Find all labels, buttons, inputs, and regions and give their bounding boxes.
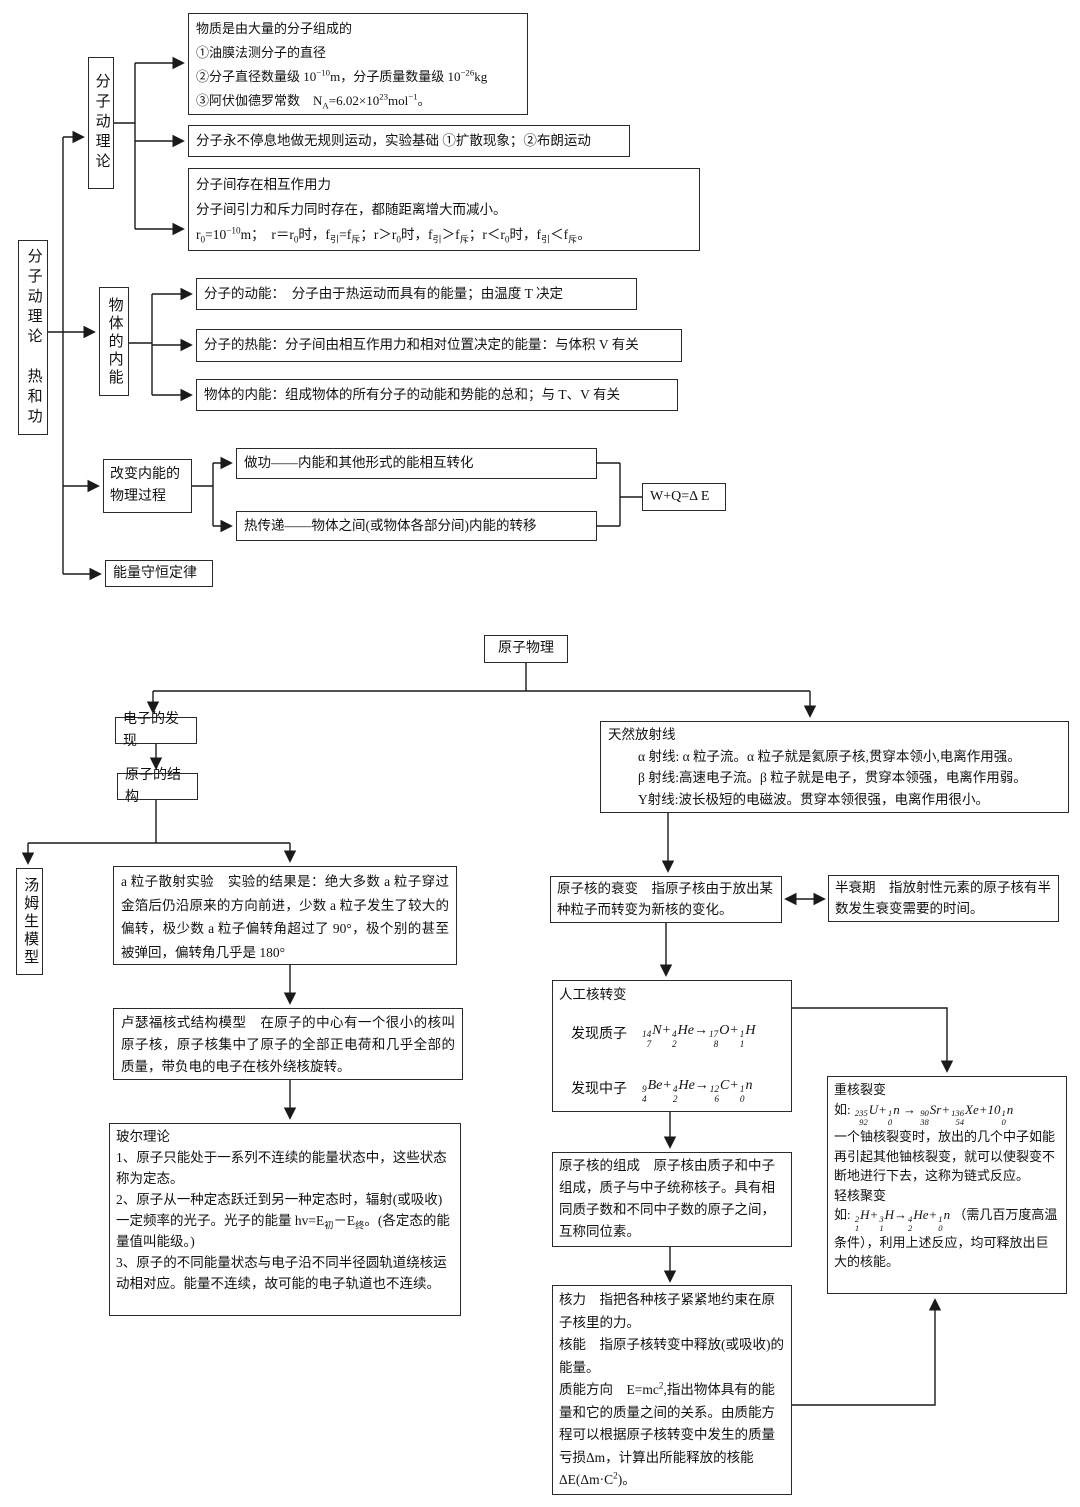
text-line: 物质是由大量的分子组成的 xyxy=(196,21,353,36)
text-line: ①油膜法测分子的直径 xyxy=(196,45,327,60)
node-title: 人工核转变 xyxy=(559,987,627,1002)
text-line: 分子间引力和斥力同时存在，都随距离增大而减小。 xyxy=(196,202,507,217)
node-label: 分子动理论 热和功 xyxy=(25,247,42,428)
node-label: 分子动理论 xyxy=(93,73,110,173)
text-line: 1、原子只能处于一系列不连续的能量状态中，这些状态称为定态。 xyxy=(116,1150,447,1186)
text-line: 轻核聚变 xyxy=(834,1187,887,1203)
text-line: Υ射线:波长极短的电磁波。贯穿本领很强，电离作用很小。 xyxy=(638,791,989,807)
node-intermolecular-forces: 分子间存在相互作用力 分子间引力和斥力同时存在，都随距离增大而减小。 r0=10… xyxy=(188,168,700,251)
text-line: 原子核的衰变 指原子核由于放出某种粒子而转变为新核的变化。 xyxy=(557,881,773,917)
node-half-life: 半衰期 指放射性元素的原子核有半数发生衰变需要的时间。 xyxy=(828,875,1059,922)
node-atomic-physics: 原子物理 xyxy=(484,635,568,663)
text-line: β 射线:高速电子流。β 粒子就是电子，贯穿本领强，电离作用弱。 xyxy=(638,770,1027,785)
text-line: 核能 指原子核转变中释放(或吸收)的能量。 xyxy=(559,1337,784,1375)
node-root-molecular-theory-heat-work: 分子动理论 热和功 xyxy=(18,240,48,435)
text-line: 原子物理 xyxy=(498,641,554,657)
node-energy-conservation-law: 能量守恒定律 xyxy=(105,560,213,587)
node-first-law-equation: W+Q=Δ E xyxy=(642,483,726,511)
text-line: 能量守恒定律 xyxy=(113,565,197,581)
text-line: 核力 指把各种核子紧紧地约束在原子核里的力。 xyxy=(559,1292,775,1330)
node-alpha-scattering-experiment: a 粒子散射实验 实验的结果是：绝大多数 a 粒子穿过金箔后仍沿原来的方向前进，… xyxy=(113,866,457,965)
text-line: 分子间存在相互作用力 xyxy=(196,177,331,192)
text-line: 原子核的组成 原子核由质子和中子组成，质子与中子统称核子。具有相同质子数和不同中… xyxy=(559,1158,775,1239)
text-line: 卢瑟福核式结构模型 在原子的中心有一个很小的核叫原子核，原子核集中了原子的全部正… xyxy=(121,1015,455,1074)
node-matter-composed-of-molecules: 物质是由大量的分子组成的 ①油膜法测分子的直径 ②分子直径数量级 10−10m，… xyxy=(188,13,528,115)
node-label: 汤姆生模型 xyxy=(22,876,39,967)
text-line: 分子的热能：分子间由相互作用力和相对位置决定的能量：与体积 V 有关 xyxy=(204,337,639,353)
node-doing-work: 做功——内能和其他形式的能相互转化 xyxy=(236,448,597,479)
text-line: 分子永不停息地做无规则运动，实验基础 ①扩散现象；②布朗运动 xyxy=(196,132,591,148)
text-line: ③阿伏伽德罗常数 NA=6.02×1023mol−1。 xyxy=(196,91,431,111)
node-nuclear-force-and-energy: 核力 指把各种核子紧紧地约束在原子核里的力。 核能 指原子核转变中释放(或吸收)… xyxy=(552,1285,792,1495)
node-natural-radioactivity: 天然放射线 α 射线: α 粒子流。α 粒子就是氦原子核,贯穿本领小,电离作用强… xyxy=(600,721,1069,813)
node-heat-transfer: 热传递——物体之间(或物体各部分间)内能的转移 xyxy=(236,511,597,541)
node-molecular-kinetic-theory: 分子动理论 xyxy=(88,57,114,189)
text-line: 质能方向 E=mc2,指出物体具有的能量和它的质量之间的关系。由质能方程可以根据… xyxy=(559,1380,775,1487)
text-line: 做功——内能和其他形式的能相互转化 xyxy=(244,455,474,471)
node-processes-changing-internal-energy: 改变内能的物理过程 xyxy=(103,459,192,513)
text-line: r0=10−10m； r＝r0时，f引=f斥；r＞r0时，f引＞f斥；r＜r0时… xyxy=(196,225,591,245)
text-line: 3、原子的不同能量状态与电子沿不同半径圆轨道绕核运动相对应。能量不连续，故可能的… xyxy=(116,1255,447,1291)
node-object-internal-energy-definition: 物体的内能：组成物体的所有分子的动能和势能的总和；与 T、V 有关 xyxy=(196,379,678,411)
text-line: 天然放射线 xyxy=(608,727,676,742)
node-molecular-kinetic-energy: 分子的动能： 分子由于热运动而具有的能量；由温度 T 决定 xyxy=(196,278,637,310)
text-line: 物体的内能：组成物体的所有分子的动能和势能的总和；与 T、V 有关 xyxy=(204,386,621,402)
text-line: α 射线: α 粒子流。α 粒子就是氦原子核,贯穿本领小,电离作用强。 xyxy=(638,748,1021,764)
node-label: 物体的内能 xyxy=(106,296,123,387)
node-discovery-of-electron: 电子的发现 xyxy=(115,712,197,749)
text-line: 分子的动能： 分子由于热运动而具有的能量；由温度 T 决定 xyxy=(204,285,564,301)
node-bohr-theory: 玻尔理论 1、原子只能处于一系列不连续的能量状态中，这些状态称为定态。 2、原子… xyxy=(109,1123,461,1316)
node-thomson-model: 汤姆生模型 xyxy=(16,868,43,975)
node-structure-of-atom: 原子的结构 xyxy=(117,768,198,805)
node-rutherford-nuclear-model: 卢瑟福核式结构模型 在原子的中心有一个很小的核叫原子核，原子核集中了原子的全部正… xyxy=(113,1008,463,1080)
text-line: 改变内能的物理过程 xyxy=(110,467,180,504)
node-molecular-potential-energy: 分子的热能：分子间由相互作用力和相对位置决定的能量：与体积 V 有关 xyxy=(196,329,682,362)
text-line: 一个铀核裂变时，放出的几个中子如能再引起其他铀核裂变，就可以使裂变不断地进行下去… xyxy=(834,1129,1056,1184)
node-perpetual-random-motion: 分子永不停息地做无规则运动，实验基础 ①扩散现象；②布朗运动 xyxy=(188,125,630,157)
node-nuclear-decay: 原子核的衰变 指原子核由于放出某种粒子而转变为新核的变化。 xyxy=(550,876,782,923)
node-internal-energy-of-object: 物体的内能 xyxy=(99,287,129,396)
text-line: a 粒子散射实验 实验的结果是：绝大多数 a 粒子穿过金箔后仍沿原来的方向前进，… xyxy=(121,874,449,960)
text-line: W+Q=Δ E xyxy=(650,489,710,505)
text-line: 重核裂变 xyxy=(834,1082,887,1097)
text-line: 半衰期 指放射性元素的原子核有半数发生衰变需要的时间。 xyxy=(835,880,1051,916)
node-nucleus-composition: 原子核的组成 原子核由质子和中子组成，质子与中子统称核子。具有相同质子数和不同中… xyxy=(552,1152,792,1247)
text-line: 玻尔理论 xyxy=(116,1129,170,1144)
text-line: 热传递——物体之间(或物体各部分间)内能的转移 xyxy=(244,517,537,533)
text-line: 电子的发现 xyxy=(123,711,179,749)
text-line: 2、原子从一种定态跃迁到另一种定态时，辐射(或吸收)一定频率的光子。光子的能量 … xyxy=(116,1192,450,1249)
reaction-label: 发现中子 xyxy=(571,1082,627,1098)
text-line: 原子的结构 xyxy=(125,767,181,805)
text-line: ②分子直径数量级 10−10m，分子质量数量级 10−26kg xyxy=(196,67,488,84)
reaction-label: 发现质子 xyxy=(571,1026,627,1042)
